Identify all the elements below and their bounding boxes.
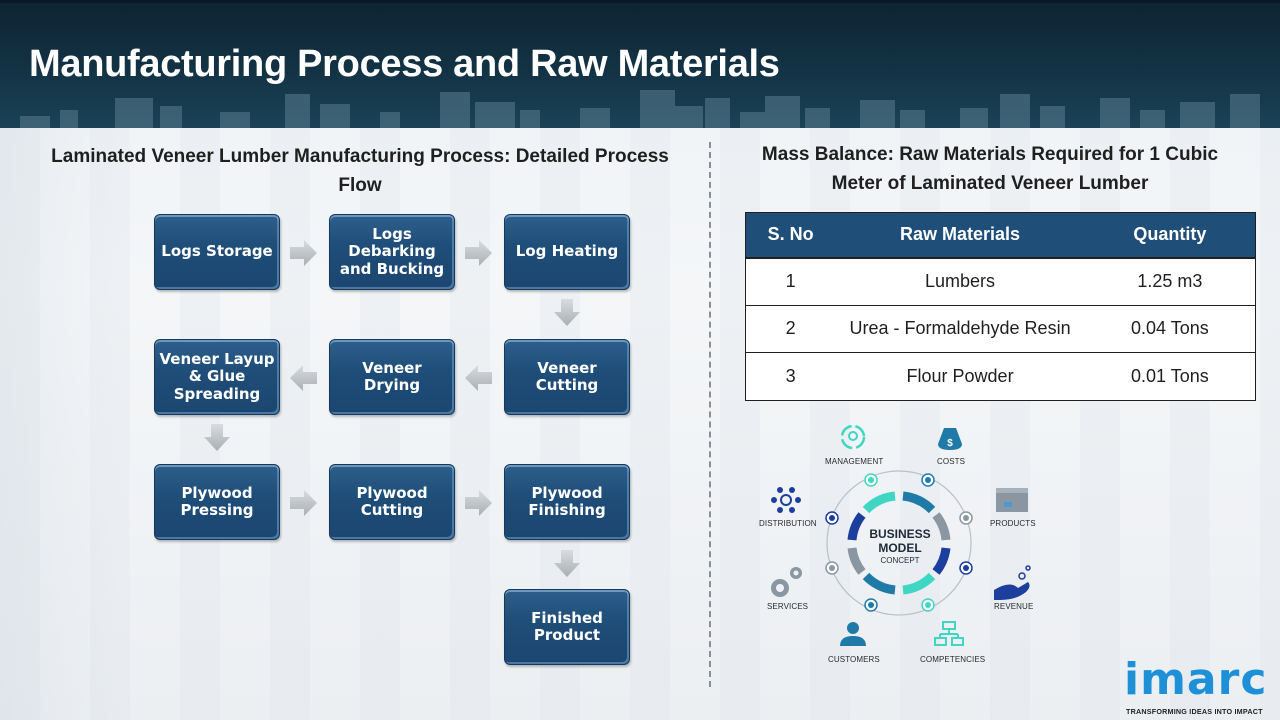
process-step-veneer-drying: Veneer Drying: [329, 339, 455, 415]
header-banner: Manufacturing Process and Raw Materials: [0, 0, 1280, 128]
table-header-row: S. No Raw Materials Quantity: [745, 212, 1256, 259]
label-revenue: REVENUE: [994, 602, 1034, 611]
arrow-left-icon: [290, 365, 317, 391]
cell-material: Urea - Formaldehyde Resin: [835, 304, 1085, 353]
raw-materials-table: S. No Raw Materials Quantity 1 Lumbers 1…: [745, 212, 1256, 401]
process-step-plywood-finishing: Plywood Finishing: [504, 464, 630, 540]
label-competencies: COMPETENCIES: [920, 655, 986, 664]
revenue-icon: [994, 565, 1031, 600]
mass-balance-title: Mass Balance: Raw Materials Required for…: [761, 144, 1219, 194]
arrow-left-icon: [465, 365, 492, 391]
logo-wordmark: imarc: [1124, 654, 1268, 705]
process-step-plywood-pressing: Plywood Pressing: [154, 464, 280, 540]
center-text-business: BUSINESS: [869, 527, 930, 541]
column-header-sno: S. No: [745, 212, 836, 259]
arrow-down-icon: [554, 550, 580, 577]
process-step-veneer-layup: Veneer Layup & Glue Spreading: [154, 339, 280, 415]
cell-sno: 1: [745, 257, 836, 305]
business-model-graphic: BUSINESS MODEL CONCEPT $: [750, 410, 1050, 670]
cell-sno: 3: [745, 352, 836, 400]
page-title: Manufacturing Process and Raw Materials: [29, 43, 780, 85]
arrow-right-icon: [290, 490, 317, 516]
section-divider: [709, 142, 711, 687]
label-services: SERVICES: [767, 602, 809, 611]
label-distribution: DISTRIBUTION: [759, 519, 817, 528]
distribution-icon: [771, 487, 801, 513]
costs-icon: $: [938, 428, 962, 450]
table-row: 3 Flour Powder 0.01 Tons: [745, 352, 1256, 400]
services-icon: [771, 567, 802, 597]
center-text-model: MODEL: [878, 541, 921, 555]
arrow-down-icon: [554, 299, 580, 326]
customers-icon: [840, 622, 866, 646]
process-step-finished-product: Finished Product: [504, 589, 630, 665]
management-icon: [840, 424, 866, 450]
table-row: 2 Urea - Formaldehyde Resin 0.04 Tons: [745, 304, 1256, 353]
column-header-raw-materials: Raw Materials: [835, 212, 1085, 259]
city-skyline-graphic: [20, 90, 1260, 128]
competencies-icon: [934, 621, 964, 646]
cell-quantity: 1.25 m3: [1084, 257, 1256, 305]
arrow-right-icon: [290, 240, 317, 266]
process-step-log-heating: Log Heating: [504, 214, 630, 290]
imarc-logo: imarc TRANSFORMING IDEAS INTO IMPACT: [1120, 650, 1275, 718]
cell-quantity: 0.01 Tons: [1084, 352, 1256, 400]
business-model-ring: BUSINESS MODEL CONCEPT $: [771, 424, 1031, 646]
label-products: PRODUCTS: [990, 519, 1036, 528]
process-step-debarking-bucking: Logs Debarking and Bucking: [329, 214, 455, 290]
arrow-right-icon: [465, 240, 492, 266]
column-header-quantity: Quantity: [1084, 212, 1256, 259]
products-icon: [996, 488, 1028, 512]
label-costs: COSTS: [937, 457, 966, 466]
process-flow-title: Laminated Veneer Lumber Manufacturing Pr…: [51, 146, 669, 196]
arrow-right-icon: [465, 490, 492, 516]
arrow-down-icon: [204, 424, 230, 451]
process-step-logs-storage: Logs Storage: [154, 214, 280, 290]
label-customers: CUSTOMERS: [828, 655, 880, 664]
table-row: 1 Lumbers 1.25 m3: [745, 257, 1256, 305]
logo-tagline: TRANSFORMING IDEAS INTO IMPACT: [1126, 707, 1263, 716]
cell-quantity: 0.04 Tons: [1084, 304, 1256, 353]
process-step-plywood-cutting: Plywood Cutting: [329, 464, 455, 540]
cell-material: Flour Powder: [835, 352, 1085, 400]
cell-sno: 2: [745, 304, 836, 353]
label-management: MANAGEMENT: [825, 457, 884, 466]
process-step-veneer-cutting: Veneer Cutting: [504, 339, 630, 415]
svg-text:$: $: [947, 438, 953, 449]
cell-material: Lumbers: [835, 257, 1085, 305]
center-text-concept: CONCEPT: [880, 556, 919, 565]
